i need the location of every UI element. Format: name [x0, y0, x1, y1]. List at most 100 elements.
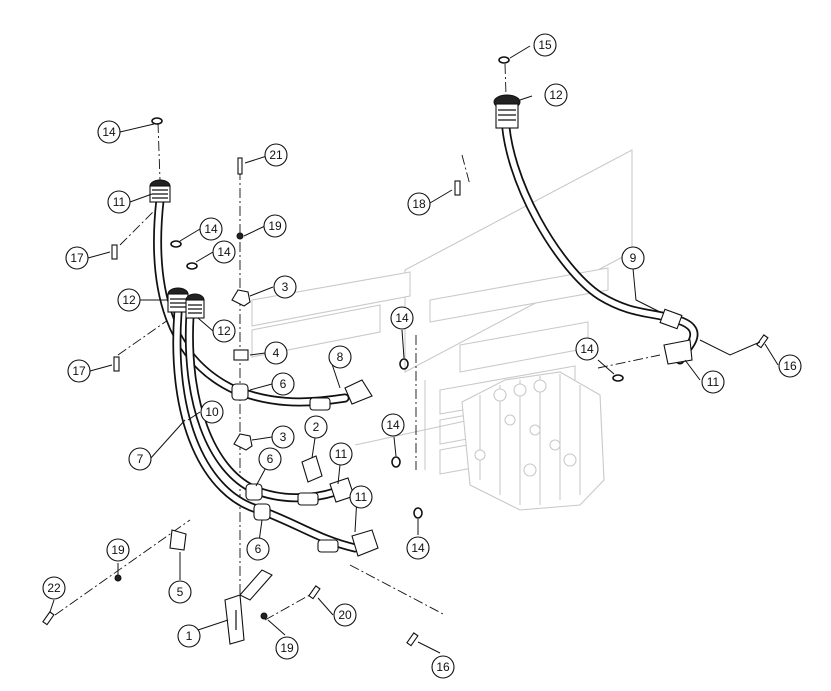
- svg-text:6: 6: [255, 542, 262, 556]
- svg-text:14: 14: [580, 342, 594, 356]
- callout-bubbles: 21 19 14 11 17 14 14 12 12 17 3 4 8 6 10…: [42, 33, 802, 679]
- svg-text:17: 17: [70, 251, 84, 265]
- callout-14: 14: [199, 217, 223, 241]
- svg-text:12: 12: [217, 324, 231, 338]
- assembly-centerlines: [54, 63, 661, 621]
- bolts: [42, 157, 769, 647]
- svg-text:11: 11: [113, 195, 126, 209]
- hose-10: [500, 107, 675, 323]
- callout-2: 2: [304, 415, 328, 439]
- clamp-6-upper: [231, 383, 249, 401]
- control-valve-block: [461, 371, 605, 511]
- callout-14: 14: [381, 413, 405, 437]
- svg-text:6: 6: [280, 377, 287, 391]
- svg-text:17: 17: [72, 364, 86, 378]
- callout-3: 3: [273, 275, 297, 299]
- svg-text:3: 3: [280, 430, 287, 444]
- callout-14: 14: [212, 240, 236, 264]
- callout-17: 17: [67, 359, 91, 383]
- svg-text:15: 15: [538, 38, 552, 52]
- svg-text:12: 12: [122, 293, 136, 307]
- svg-text:19: 19: [111, 543, 125, 557]
- callout-19: 19: [106, 538, 130, 562]
- callout-19: 19: [275, 636, 299, 660]
- callout-12: 12: [212, 319, 236, 343]
- callout-15: 15: [533, 33, 557, 57]
- fitting-12-top: [149, 179, 171, 203]
- callout-18: 18: [407, 192, 431, 216]
- fitting-12-mid-right: [185, 293, 205, 319]
- callout-11: 11: [329, 442, 353, 466]
- callout-4: 4: [264, 341, 288, 365]
- fitting-11-upper: [309, 379, 373, 411]
- svg-text:16: 16: [783, 359, 797, 373]
- callout-9: 10: [200, 400, 224, 424]
- callout-8: 8: [328, 345, 352, 369]
- callout-3: 3: [271, 425, 295, 449]
- o-rings-14-15: [151, 56, 624, 519]
- callout-11: 11: [349, 485, 373, 509]
- spacer-4: [233, 349, 249, 361]
- callout-14: 14: [390, 306, 414, 330]
- svg-text:11: 11: [355, 490, 368, 504]
- svg-text:11: 11: [335, 447, 348, 461]
- bracket-3-upper: [231, 289, 251, 307]
- svg-text:14: 14: [204, 222, 218, 236]
- callout-6: 6: [271, 372, 295, 396]
- hose-7: [172, 307, 360, 553]
- svg-text:6: 6: [267, 452, 274, 466]
- callout-16: 16: [431, 655, 455, 679]
- callout-6: 6: [258, 447, 282, 471]
- svg-text:14: 14: [386, 418, 400, 432]
- clamp-6-lower: [253, 503, 271, 521]
- svg-text:22: 22: [47, 581, 61, 595]
- callout-6: 6: [246, 537, 270, 561]
- callout-12: 12: [117, 288, 141, 312]
- svg-text:12: 12: [549, 88, 563, 102]
- svg-text:19: 19: [280, 641, 294, 655]
- svg-text:14: 14: [411, 541, 425, 555]
- svg-text:4: 4: [273, 346, 280, 360]
- svg-text:5: 5: [177, 585, 184, 599]
- svg-text:3: 3: [282, 280, 289, 294]
- svg-text:8: 8: [337, 350, 344, 364]
- svg-text:14: 14: [217, 245, 231, 259]
- callout-16: 16: [778, 354, 802, 378]
- bracket-3-lower: [233, 433, 253, 451]
- svg-text:7: 7: [137, 452, 144, 466]
- svg-text:16: 16: [436, 660, 450, 674]
- callout-7: 7: [128, 447, 152, 471]
- svg-text:14: 14: [102, 125, 116, 139]
- callout-20: 20: [333, 603, 357, 627]
- svg-text:9: 9: [630, 251, 637, 265]
- callout-19: 19: [263, 214, 287, 238]
- svg-text:18: 18: [412, 197, 426, 211]
- callout-1: 1: [177, 624, 201, 648]
- plate-2: [301, 455, 323, 483]
- fitting-12-mid-left: [167, 287, 189, 313]
- fitting-11-middle: [297, 477, 355, 506]
- svg-text:14: 14: [395, 311, 409, 325]
- fitting-11-lower: [317, 529, 379, 557]
- svg-text:19: 19: [268, 219, 282, 233]
- callout-5: 5: [168, 580, 192, 604]
- fitting-11-right: [659, 308, 699, 365]
- callout-14: 14: [406, 536, 430, 560]
- callout-21: 21: [264, 143, 288, 167]
- svg-text:1: 1: [186, 629, 193, 643]
- callout-10: 9: [621, 246, 645, 270]
- callout-22: 22: [42, 576, 66, 600]
- clamp-6-mid: [245, 483, 263, 501]
- svg-text:11: 11: [707, 375, 720, 389]
- callout-17: 17: [65, 246, 89, 270]
- clip-5: [169, 529, 187, 551]
- hose-8: [153, 195, 350, 407]
- fitting-13: [493, 94, 521, 129]
- svg-text:2: 2: [313, 420, 320, 434]
- svg-text:10: 10: [205, 405, 219, 419]
- support-bracket-1: [224, 569, 273, 645]
- callout-13: 12: [544, 83, 568, 107]
- svg-text:21: 21: [269, 148, 283, 162]
- callout-14: 14: [575, 337, 599, 361]
